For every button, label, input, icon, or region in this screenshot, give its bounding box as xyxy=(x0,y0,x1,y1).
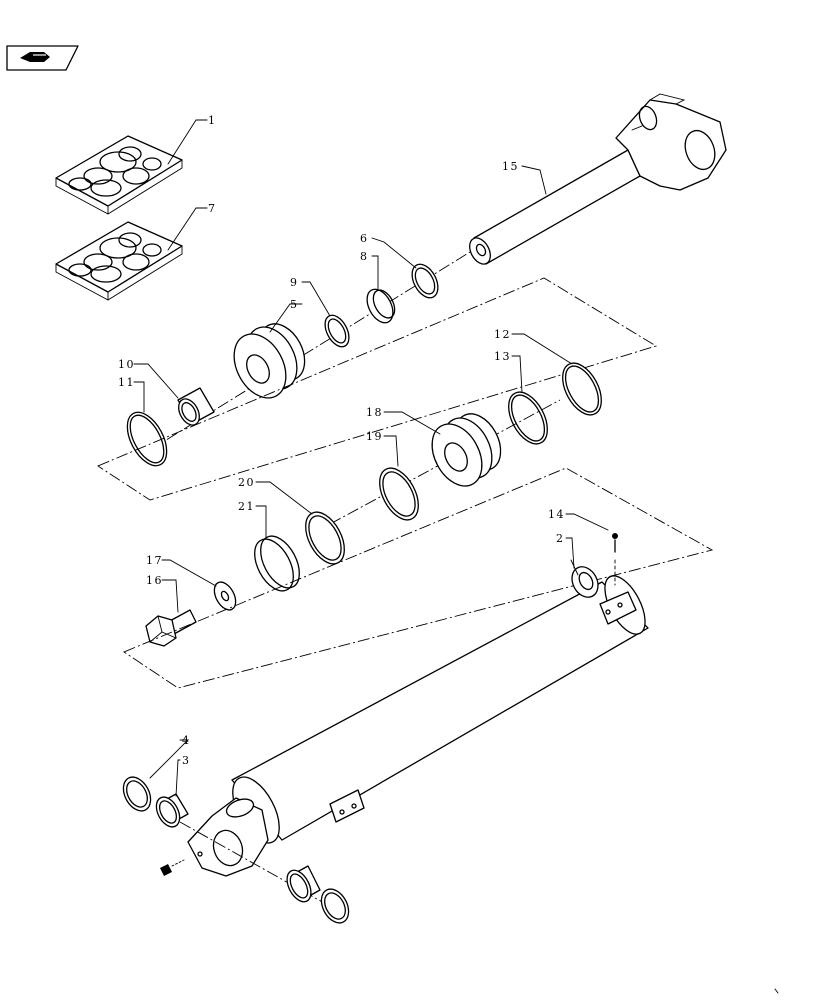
callout-labels: 1 7 15 6 8 9 5 10 11 12 13 18 19 20 21 1… xyxy=(118,114,565,767)
piston-18 xyxy=(431,413,502,487)
ring-20 xyxy=(305,511,345,565)
piston-rod-15 xyxy=(469,93,727,265)
callout-19: 19 xyxy=(366,430,383,443)
callout-21: 21 xyxy=(238,500,255,513)
callout-4: 4 xyxy=(182,734,191,747)
gland-5 xyxy=(233,323,306,399)
callout-20: 20 xyxy=(238,476,255,489)
upper-group-frame xyxy=(97,277,658,501)
callout-9: 9 xyxy=(290,276,299,289)
ring-21 xyxy=(254,535,300,592)
callout-6: 6 xyxy=(360,232,369,245)
ring-6 xyxy=(411,263,439,299)
grease-fitting-14 xyxy=(612,533,618,586)
ring-12 xyxy=(562,362,602,416)
callout-2: 2 xyxy=(556,532,565,545)
lower-pin-axis xyxy=(179,821,341,913)
ring-lower-right xyxy=(320,888,350,924)
bushing-3 xyxy=(155,793,189,828)
seal-kit-1 xyxy=(55,135,183,215)
callout-7: 7 xyxy=(208,202,217,215)
callout-11: 11 xyxy=(118,376,135,389)
lower-group-frame xyxy=(123,467,714,689)
callout-1: 1 xyxy=(208,114,217,127)
ring-19 xyxy=(379,467,419,521)
washer-17 xyxy=(213,581,237,611)
bushing-lower-right xyxy=(286,865,321,903)
callout-15: 15 xyxy=(502,160,519,173)
callout-3: 3 xyxy=(182,754,191,767)
seal-kit-7 xyxy=(55,221,183,301)
leader-lines xyxy=(133,119,609,797)
callout-14: 14 xyxy=(548,508,565,521)
return-button[interactable] xyxy=(6,45,79,71)
ring-4 xyxy=(122,776,152,812)
ring-9 xyxy=(324,314,350,348)
ring-13 xyxy=(508,391,548,445)
cylinder-barrel xyxy=(187,566,649,877)
callout-17: 17 xyxy=(146,554,163,567)
callout-18: 18 xyxy=(366,406,383,419)
bushing-2 xyxy=(570,559,579,576)
o-ring-11 xyxy=(126,411,168,467)
bolt-16 xyxy=(145,609,197,647)
grease-fitting-lower xyxy=(160,859,185,876)
corner-mark xyxy=(774,988,779,994)
callout-12: 12 xyxy=(494,328,511,341)
return-arrow-icon xyxy=(20,52,50,62)
callout-10: 10 xyxy=(118,358,135,371)
callout-8: 8 xyxy=(360,250,369,263)
ring-8 xyxy=(366,288,396,324)
callout-13: 13 xyxy=(494,350,511,363)
callout-5: 5 xyxy=(290,298,299,311)
callout-16: 16 xyxy=(146,574,163,587)
bushing-10 xyxy=(177,387,215,426)
